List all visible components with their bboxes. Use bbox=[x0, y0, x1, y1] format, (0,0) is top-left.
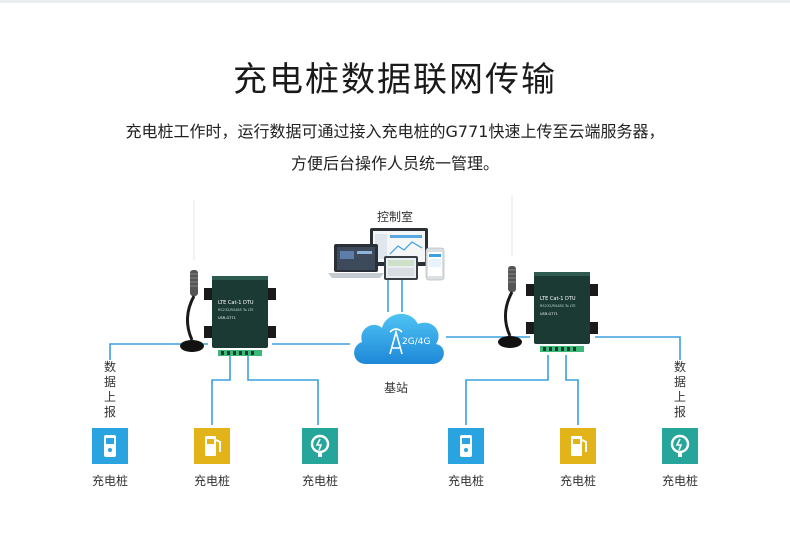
charging-pile-icon bbox=[104, 435, 116, 457]
svg-text:LTE Cat-1 DTU: LTE Cat-1 DTU bbox=[540, 296, 576, 302]
phone-icon bbox=[425, 247, 445, 281]
charger-1-label: 充电桩 bbox=[91, 474, 128, 488]
fuel-pump-icon bbox=[571, 436, 587, 456]
left-antenna-icon bbox=[180, 200, 204, 352]
control-room-devices bbox=[328, 228, 445, 281]
right-dtu-device: LTE Cat-1 DTU RS232/RS485 To LTE USR-G77… bbox=[526, 272, 598, 352]
charger-3-label: 充电桩 bbox=[301, 474, 338, 488]
cloud-icon: 2G/4G bbox=[354, 313, 444, 364]
tablet-icon bbox=[384, 256, 418, 280]
right-data-report-label: 数据上报 bbox=[673, 360, 687, 420]
signal-tower-icon bbox=[389, 328, 403, 355]
charger-6-tile bbox=[662, 428, 698, 464]
link-left-dtu-to-charger-3 bbox=[247, 355, 319, 425]
charging-plug-icon bbox=[310, 434, 330, 457]
control-room-label: 控制室 bbox=[376, 210, 413, 224]
link-right-dtu-to-charger-5 bbox=[565, 355, 579, 425]
cloud-network-label: 2G/4G bbox=[402, 337, 430, 347]
charger-4-tile bbox=[448, 428, 484, 464]
svg-text:USR-G771: USR-G771 bbox=[218, 316, 236, 320]
svg-text:RS232/RS485 To LTE: RS232/RS485 To LTE bbox=[218, 308, 254, 312]
top-divider bbox=[0, 0, 790, 3]
description-line-1: 充电桩工作时，运行数据可通过接入充电桩的G771快速上传至云端服务器， bbox=[125, 122, 665, 141]
description-line-2: 方便后台操作人员统一管理。 bbox=[290, 154, 499, 173]
right-antenna-icon bbox=[498, 196, 522, 348]
left-dtu-device: LTE Cat-1 DTU RS232/RS485 To LTE USR-G77… bbox=[204, 276, 276, 356]
charging-pile-icon bbox=[460, 435, 472, 457]
fuel-pump-icon bbox=[205, 436, 221, 456]
svg-text:LTE Cat-1 DTU: LTE Cat-1 DTU bbox=[218, 300, 254, 306]
charger-5-label: 充电桩 bbox=[559, 474, 596, 488]
link-left-dtu-to-charger-2 bbox=[211, 355, 231, 425]
charger-3-tile bbox=[302, 428, 338, 464]
charger-6-label: 充电桩 bbox=[661, 474, 698, 488]
charger-4-label: 充电桩 bbox=[447, 474, 484, 488]
charger-2-tile bbox=[194, 428, 230, 464]
link-right-dtu-to-charger-4 bbox=[465, 355, 549, 425]
charger-5-tile bbox=[560, 428, 596, 464]
link-right-dtu-to-charger-6 bbox=[595, 336, 681, 420]
laptop-icon bbox=[328, 244, 384, 278]
left-data-report-label: 数据上报 bbox=[103, 360, 117, 420]
charger-1-tile bbox=[92, 428, 128, 464]
svg-text:RS232/RS485 To LTE: RS232/RS485 To LTE bbox=[540, 304, 576, 308]
base-station-label: 基站 bbox=[383, 381, 408, 395]
charger-2-label: 充电桩 bbox=[193, 474, 230, 488]
page-title: 充电桩数据联网传输 bbox=[233, 60, 557, 100]
svg-text:USR-G771: USR-G771 bbox=[540, 312, 558, 316]
charging-plug-icon bbox=[670, 434, 690, 457]
